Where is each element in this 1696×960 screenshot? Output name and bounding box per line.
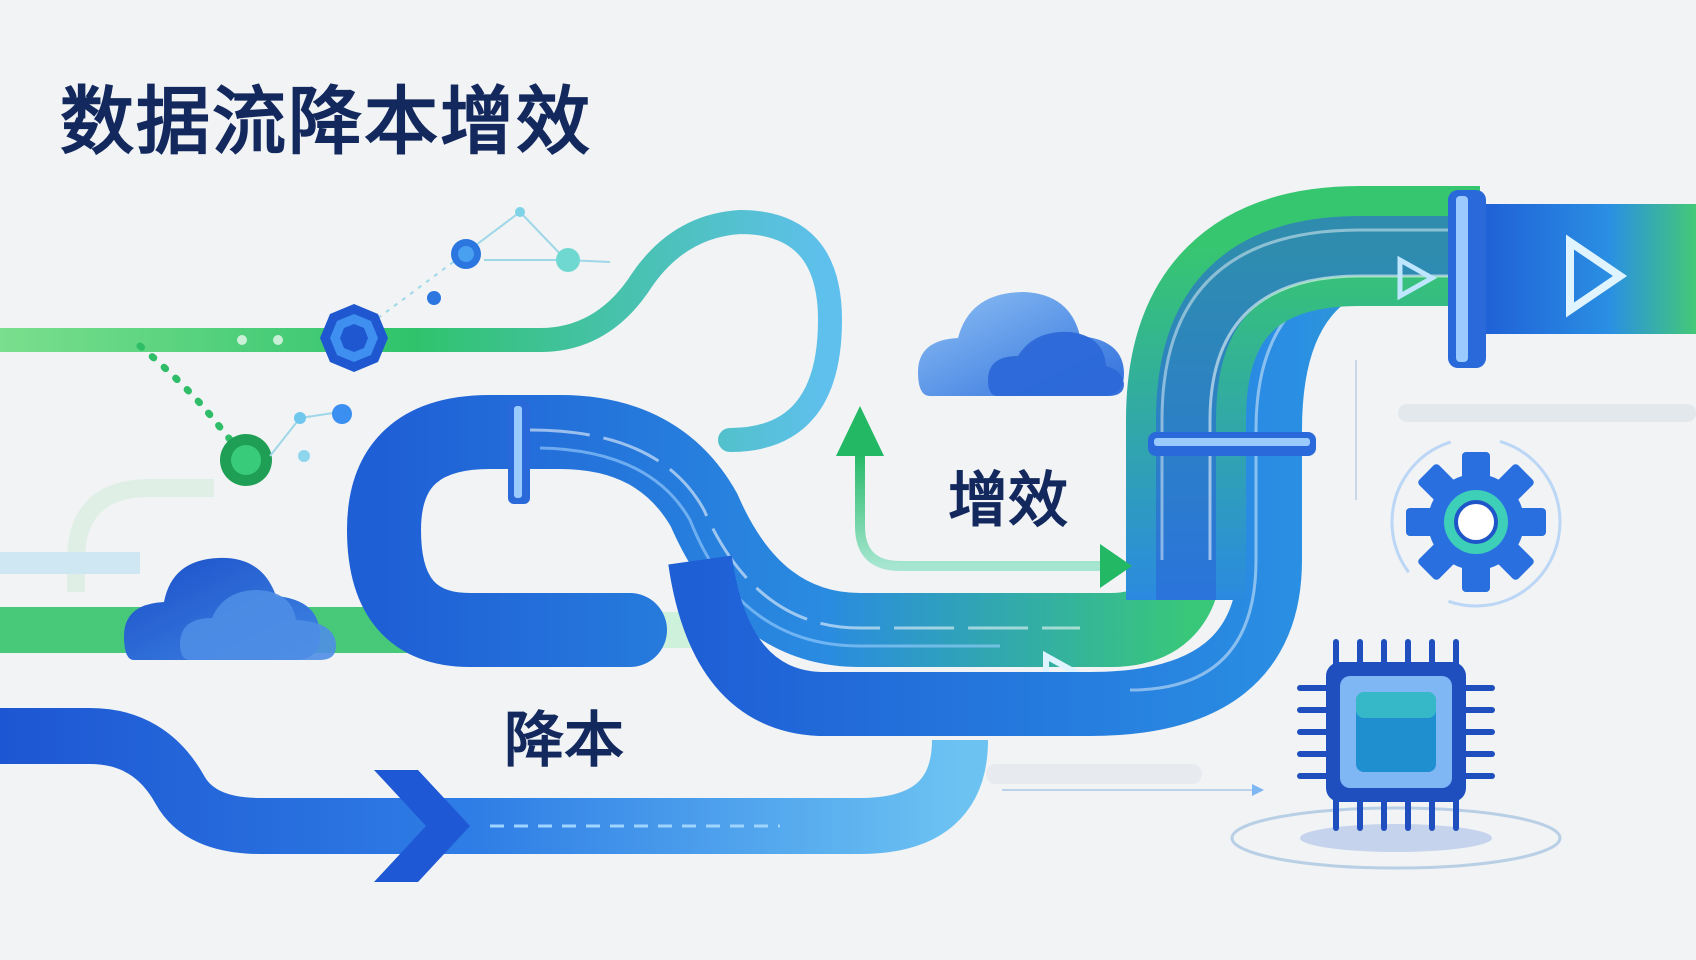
pipe-flange-left: [508, 400, 530, 504]
line-dot: [273, 335, 283, 345]
riser-core: [1156, 216, 1480, 600]
efficiency-label: 增效: [948, 466, 1068, 536]
cloud-icon: [918, 292, 1124, 396]
arrow-right-icon: [1566, 234, 1628, 318]
chip-icon: [1230, 639, 1562, 870]
pipe-flange-top: [1448, 190, 1486, 368]
efficiency-arrow: [836, 406, 1132, 588]
arrow-right-icon: [1397, 255, 1438, 301]
pipe-highlight: [539, 446, 1000, 648]
hexagon-node-icon: [320, 304, 388, 372]
top-right-band: [1480, 204, 1696, 334]
pipe-flange-middle: [1148, 432, 1316, 456]
cloud-icon: [124, 557, 336, 660]
left-light-band: [0, 552, 140, 574]
pipe-highlight: [1160, 228, 1560, 560]
arrow-right-icon: [374, 770, 470, 882]
page-title: 数据流降本增效: [60, 79, 592, 165]
arrow-right-icon: [1100, 544, 1132, 588]
arrow-right-icon: [1252, 784, 1264, 796]
main-s-pipe: [346, 395, 1223, 667]
pipe-highlight: [529, 428, 1080, 630]
line-dot: [237, 335, 247, 345]
pipe-highlight: [1208, 274, 1560, 560]
gear-icon: [1390, 436, 1562, 608]
arrow-up-icon: [836, 406, 884, 456]
cost-reduction-label: 降本: [504, 706, 624, 776]
dotted-connector: [136, 342, 272, 486]
top-green-flow-line: [0, 209, 843, 452]
bottom-blue-flow: [0, 708, 988, 854]
